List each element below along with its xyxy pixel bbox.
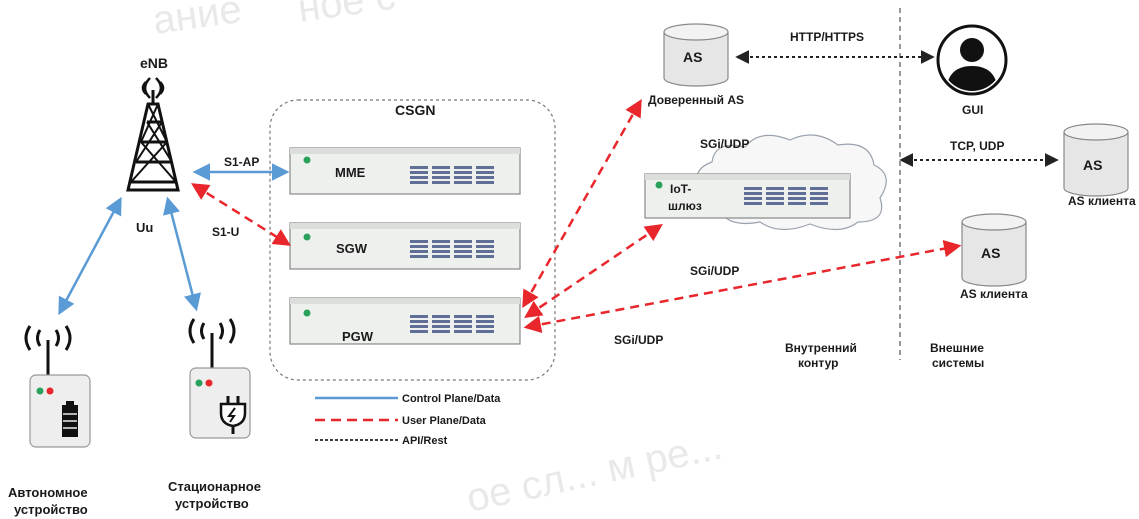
- as-client1-box-label: AS: [1083, 157, 1102, 173]
- http-label: HTTP/HTTPS: [790, 30, 864, 44]
- pgw-as-client-link: [523, 239, 962, 334]
- watermark-right: ное с: [295, 0, 398, 31]
- uu-link-2: [163, 196, 201, 312]
- mme-label: MME: [335, 165, 366, 180]
- outer-zone-label-2: системы: [932, 356, 984, 370]
- autonomous-device-icon: [24, 325, 91, 448]
- gui-label: GUI: [962, 103, 983, 117]
- uu-link-1: [58, 196, 122, 316]
- enb-label: eNB: [140, 55, 168, 71]
- watermark-bottom: ое сл... м ре...: [463, 424, 726, 519]
- pgw-server: PGW: [289, 297, 521, 345]
- tcp-udp-label: TCP, UDP: [950, 139, 1004, 153]
- pgw-trusted-as-link: [522, 98, 642, 309]
- iot-label-1: IoT-: [670, 182, 691, 196]
- legend: Control Plane/Data User Plane/Data API/R…: [315, 393, 501, 447]
- device1-label-2: устройство: [14, 502, 88, 517]
- sgi-cloud-label: SGi/UDP: [700, 137, 749, 151]
- sgw-label: SGW: [336, 241, 368, 256]
- as-client2-database-icon: AS: [961, 213, 1027, 287]
- s1ap-label: S1-AP: [224, 155, 259, 169]
- device2-label-1: Стационарное: [168, 479, 261, 494]
- trusted-as-box-label: AS: [683, 49, 702, 65]
- legend-control-label: Control Plane/Data: [402, 393, 501, 405]
- iot-gateway-server: IoT- шлюз: [644, 173, 851, 219]
- pgw-label: PGW: [342, 329, 374, 344]
- as-client2-label: AS клиента: [960, 287, 1028, 301]
- iot-label-2: шлюз: [668, 199, 702, 213]
- device2-label-2: устройство: [175, 496, 249, 511]
- inner-zone-label-2: контур: [798, 356, 838, 370]
- legend-api-label: API/Rest: [402, 435, 448, 447]
- user-plane-links: [191, 98, 962, 334]
- sgi-low-label: SGi/UDP: [614, 333, 663, 347]
- trusted-as-label: Доверенный AS: [648, 93, 744, 107]
- legend-user-label: User Plane/Data: [402, 415, 487, 427]
- s1u-label: S1-U: [212, 225, 239, 239]
- trusted-as-database-icon: AS: [663, 23, 729, 87]
- control-plane-links: [58, 163, 290, 316]
- sgi-mid-label: SGi/UDP: [690, 264, 739, 278]
- csgn-label: CSGN: [395, 102, 435, 118]
- as-client2-box-label: AS: [981, 245, 1000, 261]
- sgw-server: SGW: [289, 222, 521, 270]
- user-icon: [936, 24, 1008, 96]
- mme-server: MME: [289, 147, 521, 195]
- as-client1-database-icon: AS: [1063, 123, 1129, 197]
- api-links: [735, 50, 1059, 167]
- watermark-left: ание: [150, 0, 244, 43]
- stationary-device-icon: [188, 318, 251, 439]
- enb-tower-icon: [126, 77, 180, 192]
- uu-label: Uu: [136, 220, 153, 235]
- outer-zone-label-1: Внешние: [930, 341, 984, 355]
- s1u-link: [191, 183, 291, 246]
- plug-icon: [219, 396, 247, 434]
- pgw-iot-link: [524, 224, 663, 318]
- device1-label-1: Автономное: [8, 485, 88, 500]
- inner-zone-label-1: Внутренний: [785, 341, 857, 355]
- as-client1-label: AS клиента: [1068, 194, 1136, 208]
